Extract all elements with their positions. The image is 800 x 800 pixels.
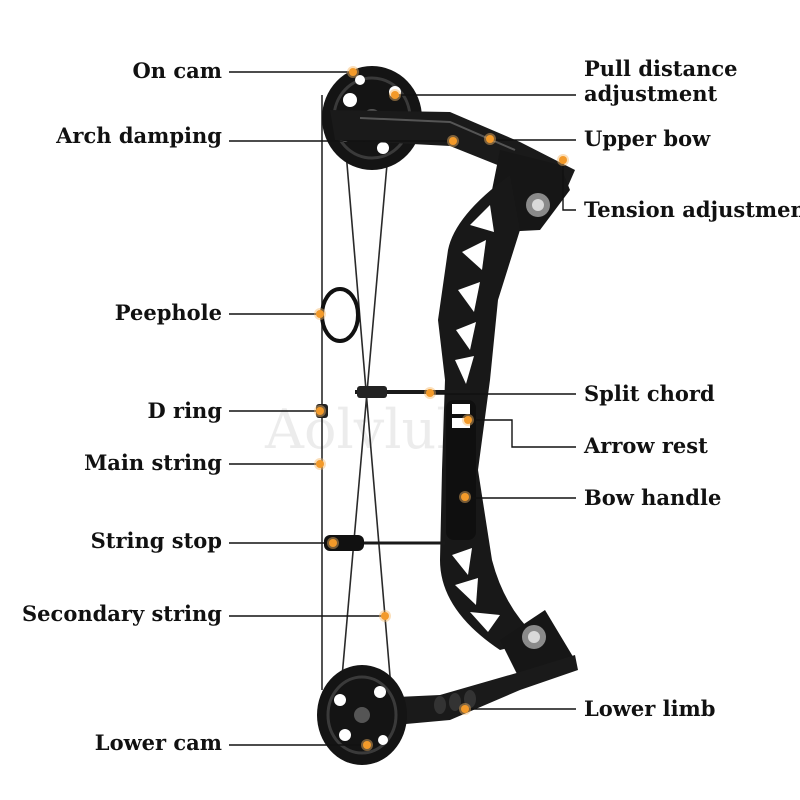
marker-arch-damping xyxy=(447,135,459,147)
cable-line xyxy=(339,129,391,701)
marker-arrow-rest xyxy=(462,414,474,426)
label-lower-cam: Lower cam xyxy=(95,730,222,755)
compound-bow-illustration xyxy=(316,66,578,765)
label-pull-distance-line1: Pull distance xyxy=(584,56,738,81)
lower-cam xyxy=(317,665,407,765)
label-main-string: Main string xyxy=(84,450,222,475)
peephole-loop xyxy=(320,287,360,343)
left-callouts: On cam Arch damping Peephole D ring Main… xyxy=(22,58,453,755)
marker-peephole xyxy=(314,308,326,320)
label-string-stop: String stop xyxy=(91,528,222,553)
marker-main-string xyxy=(314,458,326,470)
marker-upper-bow xyxy=(484,133,496,145)
marker-d-ring xyxy=(314,405,326,417)
label-tension-adjustment: Tension adjustment xyxy=(584,197,800,222)
marker-split-chord xyxy=(424,387,436,399)
label-secondary-string: Secondary string xyxy=(22,601,222,626)
label-peephole: Peephole xyxy=(115,300,222,325)
label-d-ring: D ring xyxy=(147,398,222,423)
label-lower-limb: Lower limb xyxy=(584,696,715,721)
marker-lower-limb xyxy=(459,703,471,715)
grip-shape xyxy=(446,400,476,540)
marker-tension-adjustment xyxy=(557,154,569,166)
marker-on-cam xyxy=(347,66,359,78)
marker-lower-cam xyxy=(361,739,373,751)
right-callouts: Pull distance adjustment Upper bow Tensi… xyxy=(395,56,800,721)
string-stop-rod xyxy=(324,535,445,551)
label-split-chord: Split chord xyxy=(584,381,715,406)
riser-cutouts xyxy=(452,205,500,632)
secondary-string-line xyxy=(344,139,393,701)
marker-pull-distance xyxy=(389,89,401,101)
marker-bow-handle xyxy=(459,491,471,503)
callout-markers xyxy=(314,66,569,751)
label-arrow-rest: Arrow rest xyxy=(583,433,708,458)
label-upper-bow: Upper bow xyxy=(584,126,711,151)
marker-string-stop xyxy=(327,537,339,549)
arrow-rest-bar xyxy=(355,386,470,398)
bow-strings xyxy=(321,95,393,701)
label-on-cam: On cam xyxy=(133,58,223,83)
label-bow-handle: Bow handle xyxy=(584,485,721,510)
label-pull-distance-line2: adjustment xyxy=(584,81,718,106)
label-arch-damping: Arch damping xyxy=(55,123,222,148)
marker-secondary-string xyxy=(379,610,391,622)
